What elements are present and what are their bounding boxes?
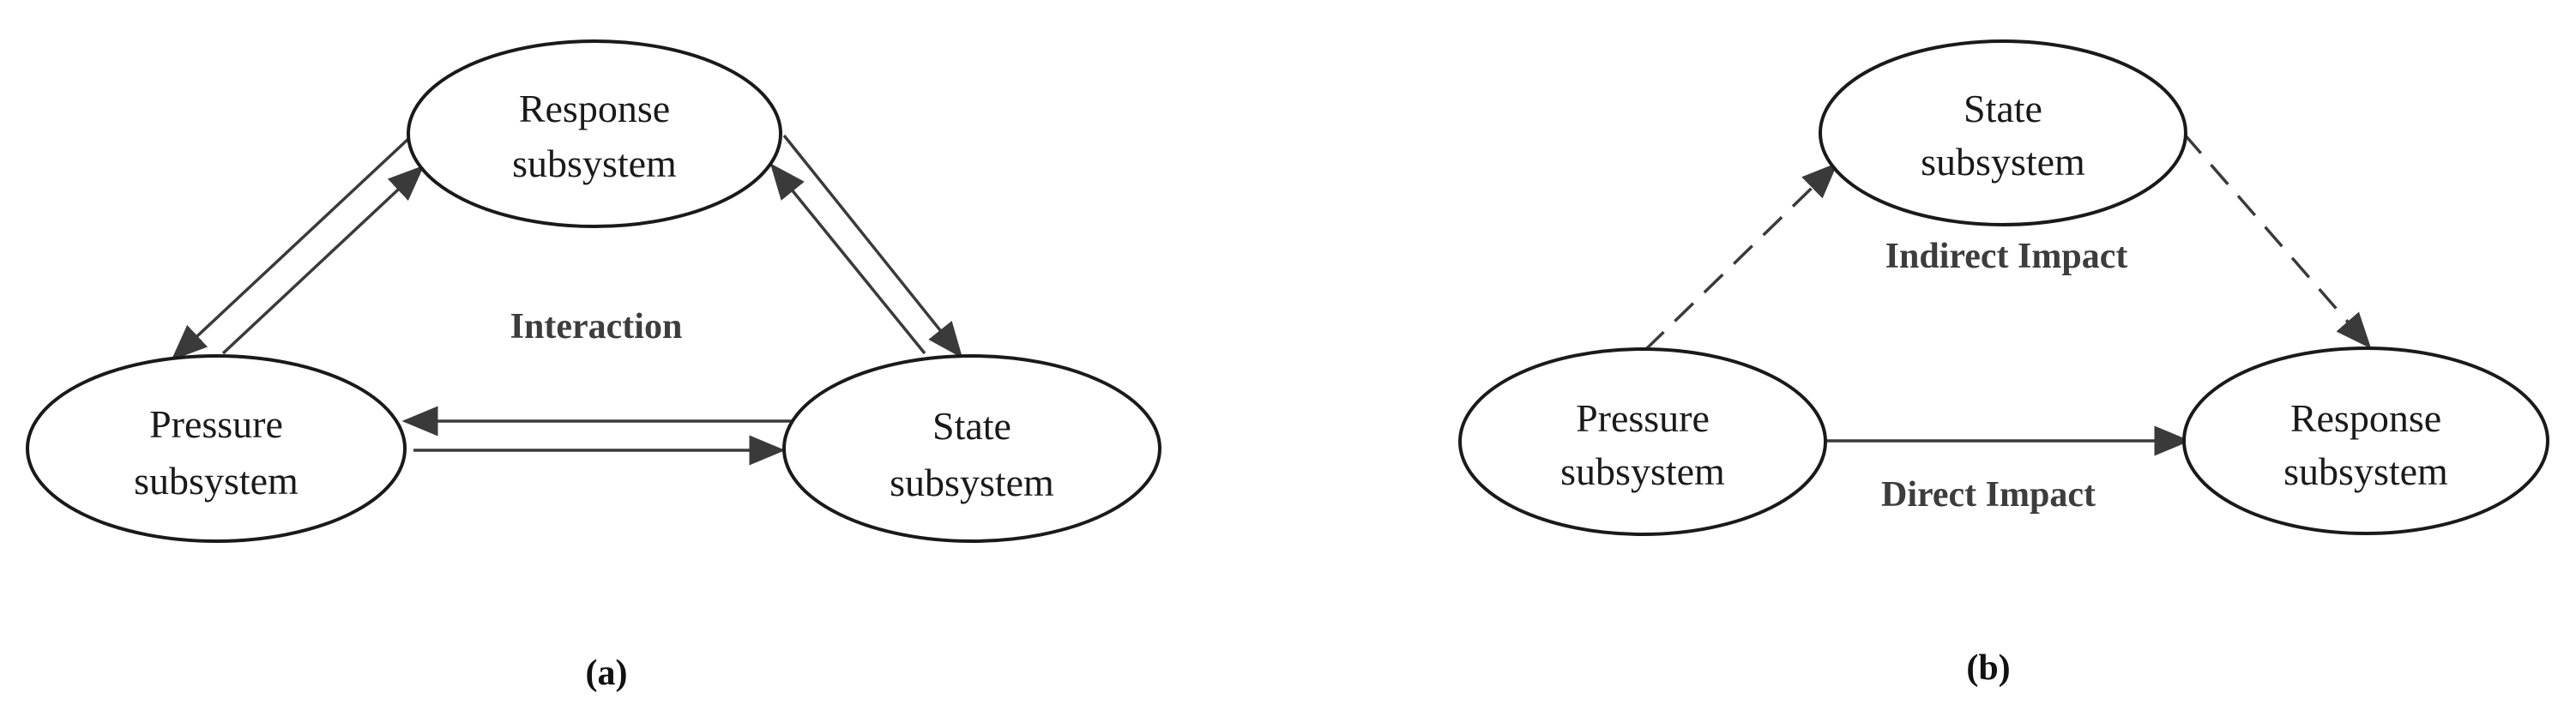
- diagram-b: State subsystem Pressure subsystem Respo…: [1458, 39, 2549, 688]
- node-a-state-label-2: subsystem: [890, 461, 1054, 504]
- node-a-pressure-label-2: subsystem: [134, 459, 299, 503]
- node-b-response-label-2: subsystem: [2283, 449, 2448, 493]
- diagram-b-direct-impact-label: Direct Impact: [1881, 475, 2096, 515]
- node-a-pressure: Pressure subsystem: [26, 354, 407, 543]
- node-b-state: State subsystem: [1819, 39, 2187, 226]
- node-b-state-label-2: subsystem: [1921, 140, 2085, 184]
- node-b-pressure: Pressure subsystem: [1458, 347, 1827, 536]
- node-b-pressure-shape: [1458, 347, 1827, 536]
- edge-state-to-response-indirect: [2182, 132, 2372, 349]
- diagram-a-edges: [171, 134, 963, 466]
- node-b-response-shape: [2182, 346, 2549, 535]
- node-b-response-label-1: Response: [2290, 396, 2441, 440]
- node-b-pressure-label-1: Pressure: [1576, 396, 1710, 440]
- node-a-response-label-1: Response: [519, 87, 670, 130]
- node-b-state-label-1: State: [1964, 87, 2042, 130]
- node-a-state-label-1: State: [932, 404, 1011, 448]
- diagram-a-caption: (a): [586, 654, 628, 693]
- node-b-state-shape: [1819, 39, 2187, 226]
- node-a-pressure-shape: [26, 354, 407, 543]
- diagram-a-interaction-label: Interaction: [510, 307, 683, 346]
- diagram-b-edges: [1644, 132, 2372, 456]
- node-a-response: Response subsystem: [407, 39, 782, 228]
- node-a-state: State subsystem: [782, 354, 1161, 543]
- node-b-response: Response subsystem: [2182, 346, 2549, 535]
- diagram-a: Response subsystem Pressure subsystem St…: [26, 39, 1161, 693]
- edge-response-to-state: [782, 134, 963, 358]
- edge-response-to-pressure: [171, 137, 410, 361]
- node-b-pressure-label-2: subsystem: [1560, 449, 1725, 493]
- edge-pressure-to-state-indirect: [1644, 162, 1838, 352]
- diagram-b-indirect-impact-label: Indirect Impact: [1885, 237, 2128, 276]
- node-a-response-label-2: subsystem: [512, 142, 677, 185]
- edge-state-to-response: [769, 163, 926, 355]
- node-a-response-shape: [407, 39, 782, 228]
- node-a-pressure-label-1: Pressure: [149, 402, 283, 446]
- diagram-b-caption: (b): [1966, 648, 2010, 688]
- node-a-state-shape: [782, 354, 1161, 543]
- edge-pressure-to-response: [221, 165, 425, 355]
